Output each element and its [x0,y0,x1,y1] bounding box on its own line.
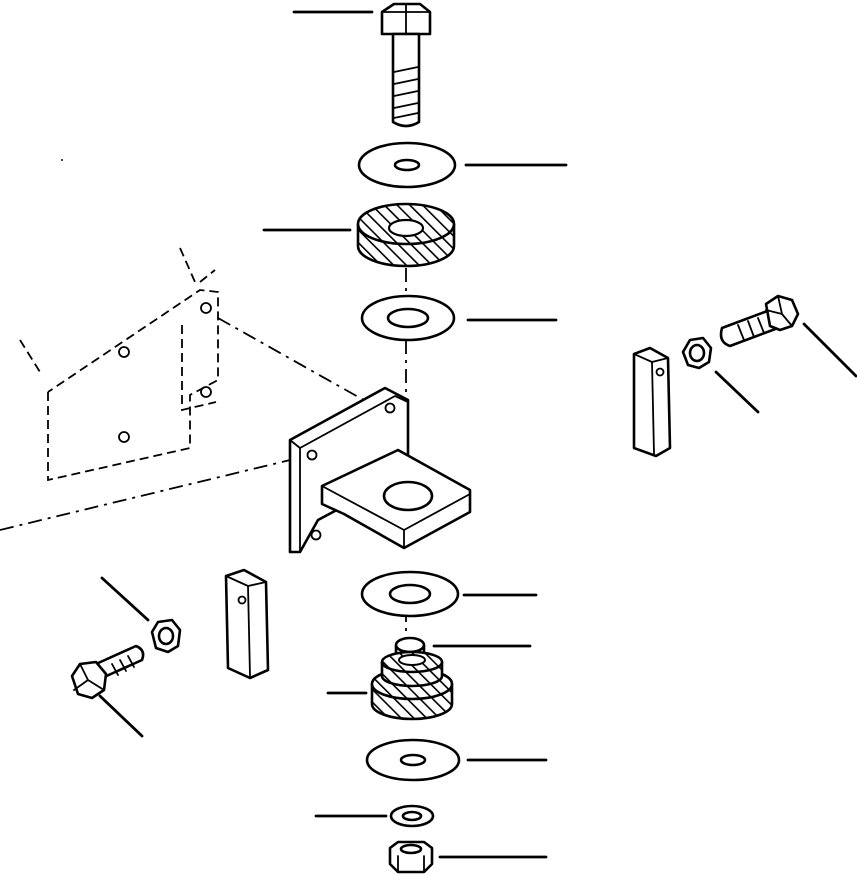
leader-lines [98,10,857,859]
lock-washer [389,804,435,828]
hex-bolt-top [380,2,432,128]
hex-nut-right [681,336,713,370]
flat-washer-1 [357,141,457,189]
shim-plate-right [632,346,672,458]
leader-bolt-right [802,322,857,378]
hex-nut-left [150,618,182,654]
rubber-cushion-lower [370,650,454,721]
stray-dot [61,159,63,161]
hex-bolt-right [719,294,800,348]
flat-washer-3 [360,570,460,618]
hex-nut-bottom [388,840,434,874]
shim-plate-left [224,568,270,680]
flat-washer-4 [365,738,461,782]
leader-bolt-left [98,694,144,738]
frame-outline [0,247,409,531]
leader-nut-right [714,370,760,414]
hex-bolt-left [70,644,145,700]
rubber-cushion-upper [356,202,456,268]
mounting-bracket [288,386,472,554]
flat-washer-2 [360,294,456,342]
leader-nut-left [100,576,150,622]
